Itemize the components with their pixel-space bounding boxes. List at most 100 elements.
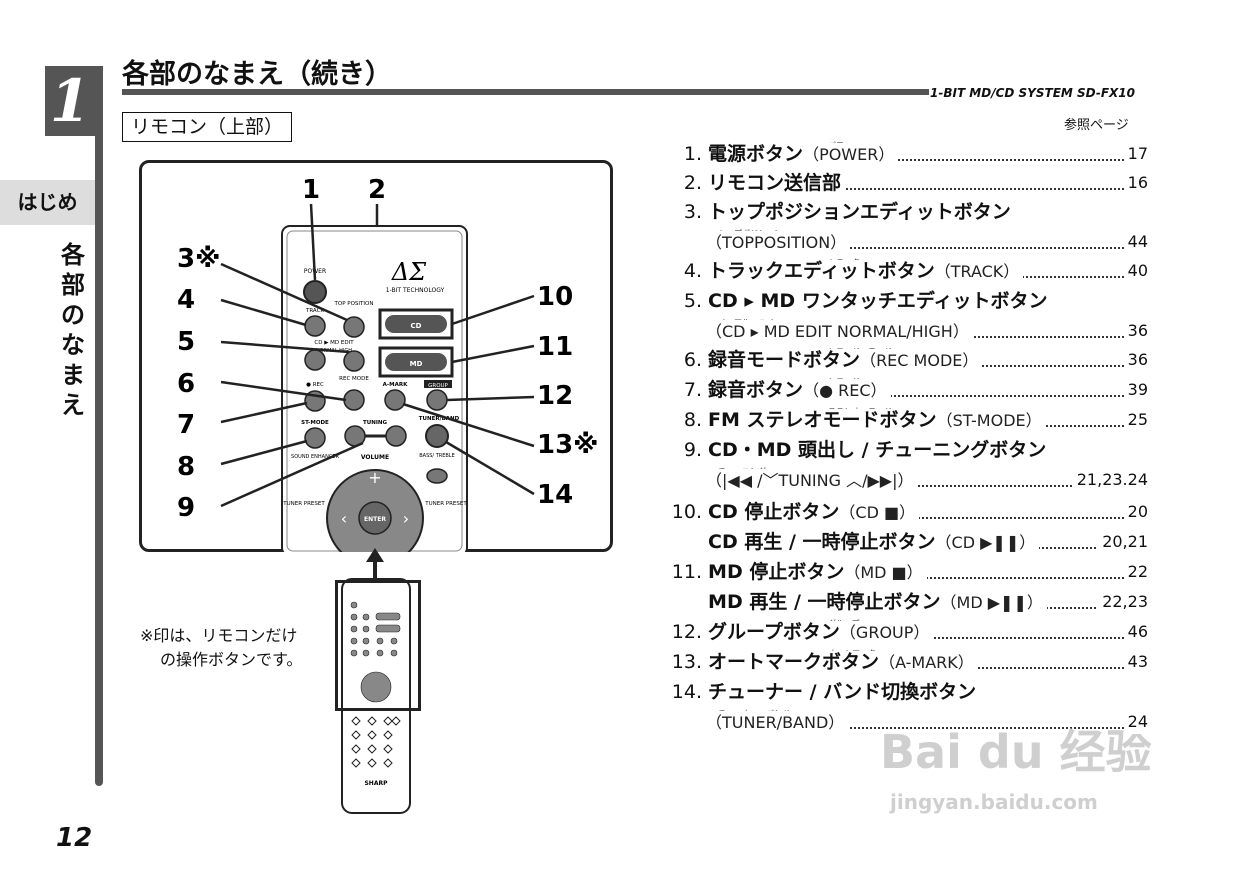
item-name: FM ステレオモードボタン: [708, 409, 937, 431]
item-number: 14.: [671, 681, 702, 703]
cd-key-label: CD: [411, 322, 422, 330]
list-item: 6. 録音モードボタン（REC MODE）36レコード モード: [658, 347, 1148, 372]
callout-1: 1: [302, 175, 320, 205]
item-page: 36: [1123, 348, 1148, 372]
item-key-label: （GROUP）: [839, 623, 930, 642]
edit-high-button: [343, 350, 365, 372]
volume-plus-icon: +: [368, 468, 381, 487]
brand-sub: 1-BIT TECHNOLOGY: [386, 287, 445, 294]
item-name: トラックエディットボタン: [708, 260, 935, 282]
item-number: 7.: [683, 379, 702, 401]
item-page: 46: [1123, 620, 1148, 644]
rec-mode-key-label: REC MODE: [339, 376, 369, 382]
note-line-2: の操作ボタンです。: [160, 650, 303, 669]
st-mode-button: [304, 427, 326, 449]
brand-logo: ΔΣ: [391, 258, 427, 286]
list-item: 1. 電源ボタン（POWER）17パワー: [658, 141, 1148, 166]
item-number: 10.: [671, 501, 702, 523]
sound-enhancer-key-label: SOUND ENHANCER: [291, 454, 339, 460]
item-key-label: （● REC）: [803, 381, 887, 400]
item-name: MD 停止ボタン: [708, 561, 845, 583]
item-page: 20: [1123, 500, 1148, 524]
leader-dots: [658, 395, 1148, 397]
page-title: 各部のなまえ（続き）: [122, 59, 392, 90]
callout-5: 5: [177, 327, 195, 357]
item-number: 6.: [683, 349, 702, 371]
callout-10: 10: [537, 282, 573, 312]
md-button-pill: [385, 353, 447, 371]
watermark-logo: Bai du 经验: [880, 725, 1152, 779]
enlarged-area-frame: [335, 580, 421, 711]
list-item: MD 再生 / 一時停止ボタン（MD ▶❚❚）22,23: [658, 590, 1148, 614]
tuner-band-button: [425, 424, 449, 448]
callout-4: 4: [177, 285, 195, 315]
tuner-preset-left-label: TUNER PRESET: [282, 501, 325, 507]
leader-dots: [658, 159, 1148, 161]
item-page: 40: [1123, 259, 1148, 283]
list-item: 4. トラックエディットボタン（TRACK）40トラック: [658, 258, 1148, 283]
item-name: グループボタン: [708, 621, 840, 643]
item-key-label: （MD ▶❚❚）: [940, 593, 1043, 612]
item-key-label: （CD ■）: [839, 503, 916, 522]
item-name: 録音ボタン: [708, 379, 804, 401]
power-button: [303, 280, 327, 304]
item-name: チューナー / バンド切換ボタン: [708, 681, 977, 703]
list-item: CD 再生 / 一時停止ボタン（CD ▶❚❚）20,21: [658, 530, 1148, 554]
tuning-key-label: TUNING: [363, 420, 387, 426]
item-name: CD・MD 頭出し / チューニングボタン: [708, 439, 1047, 461]
track-button: [304, 315, 326, 337]
list-item: 12. グループボタン（GROUP）46グループ: [658, 619, 1148, 644]
item-number: 2.: [683, 172, 702, 194]
callout-7: 7: [177, 410, 195, 440]
note-line-1: ※印は、リモコンだけ: [140, 626, 298, 645]
callout-12: 12: [537, 381, 573, 411]
item-key-label: （POWER）: [803, 145, 895, 164]
item-name: CD 再生 / 一時停止ボタン: [708, 531, 936, 553]
top-position-key-label: TOP POSITION: [334, 301, 374, 307]
edit-key-label: CD ▶ MD EDIT: [314, 340, 354, 346]
group-key-label: GROUP: [428, 383, 448, 389]
rec-mode-button: [343, 389, 365, 411]
side-title: 各部のなまえ: [61, 241, 85, 419]
leader-dots: [658, 188, 1148, 190]
watermark-url: jingyan.baidu.com: [890, 790, 1098, 814]
item-number: 5.: [683, 290, 702, 312]
item-name: MD 再生 / 一時停止ボタン: [708, 591, 941, 613]
item-key-label: （REC MODE）: [860, 351, 979, 370]
item-number: 4.: [683, 260, 702, 282]
group-button: [426, 389, 448, 411]
md-key-label: MD: [410, 360, 423, 368]
callout-2: 2: [368, 175, 386, 205]
remote-only-note: ※印は、リモコンだけ の操作ボタンです。: [140, 624, 302, 672]
list-item: 3. トップポジションエディットボタントップポジション（TOPPOSITION）…: [658, 200, 1148, 254]
callout-9: 9: [177, 493, 195, 523]
full-remote-brand: SHARP: [364, 780, 388, 787]
reference-page-header: 参照ページ: [1064, 118, 1129, 133]
item-key-label: （MD ■）: [844, 563, 923, 582]
remote-diagram: ΔΣ 1-BIT TECHNOLOGY POWER TOP POSITION T…: [177, 175, 598, 552]
callout-8: 8: [177, 452, 195, 482]
track-key-label: TRACK: [305, 308, 324, 314]
leader-dots: [658, 247, 1148, 249]
enter-button: [358, 501, 392, 535]
rec-key-label: ● REC: [306, 382, 324, 388]
bass-treble-key-label: BASS/ TREBLE: [419, 453, 455, 459]
item-name: オートマークボタン: [708, 651, 880, 673]
full-remote-lower-keys: [351, 716, 401, 768]
item-page: 17: [1123, 142, 1148, 166]
item-key-label: （TOPPOSITION）: [706, 233, 847, 252]
list-item: 8. FM ステレオモードボタン（ST-MODE）25ステレオ モード: [658, 407, 1148, 432]
item-page: 22: [1123, 560, 1148, 584]
page-number: 12: [56, 823, 93, 853]
tuner-band-key-label: TUNER/BAND: [419, 416, 460, 422]
st-mode-key-label: ST-MODE: [301, 420, 329, 426]
title-rule: [122, 89, 929, 95]
leader-lines: [220, 203, 535, 508]
item-key-label: （CD ▶❚❚）: [935, 533, 1036, 552]
section-label: リモコン（上部）: [122, 112, 293, 142]
volume-key-label: VOLUME: [361, 454, 389, 461]
item-name: CD 停止ボタン: [708, 501, 840, 523]
item-key-label: （ST-MODE）: [936, 411, 1042, 430]
top-position-button: [343, 316, 365, 338]
item-page: 24: [1123, 710, 1148, 734]
